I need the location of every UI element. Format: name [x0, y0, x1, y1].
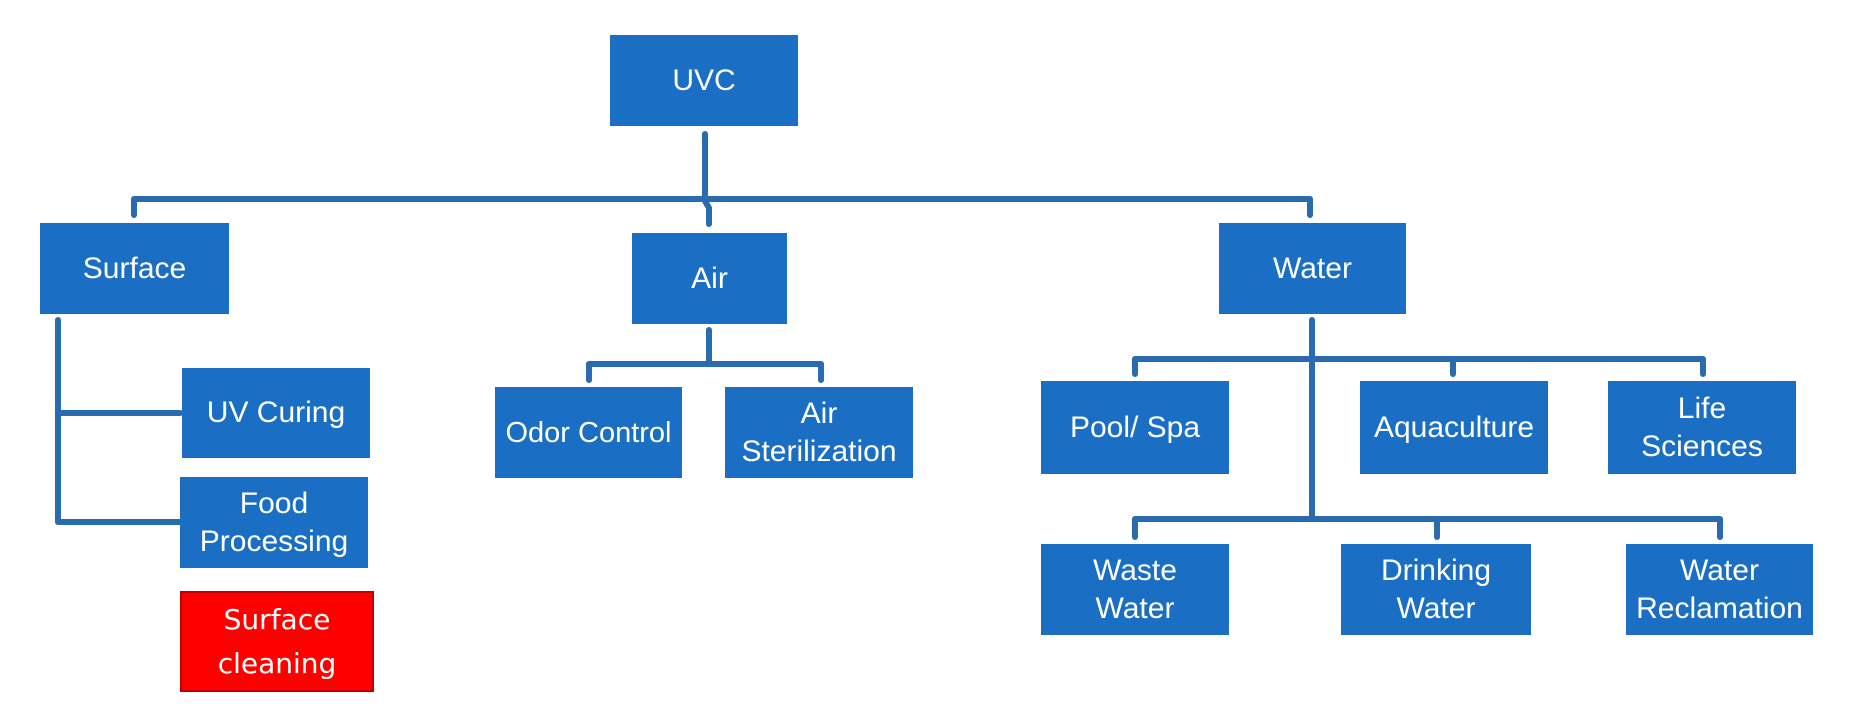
connector-root-air	[702, 198, 712, 227]
connector-water-bus-lower	[1132, 516, 1723, 540]
node-life-sciences: Life Sciences	[1608, 381, 1796, 474]
connector-surface-trunk	[55, 317, 183, 525]
node-uvc: UVC	[610, 35, 798, 126]
node-surface-cleaning: Surface cleaning	[180, 591, 374, 692]
node-water: Water	[1219, 223, 1406, 314]
connector-level1-bus	[131, 196, 1313, 218]
node-odor-control: Odor Control	[495, 387, 682, 478]
node-pool-spa: Pool/ Spa	[1041, 381, 1229, 474]
node-air: Air	[632, 233, 787, 324]
node-waste-water: Waste Water	[1041, 544, 1229, 635]
node-surface: Surface	[40, 223, 229, 314]
node-aquaculture: Aquaculture	[1360, 381, 1548, 474]
connector-water-bus-upper	[1132, 356, 1706, 377]
node-water-reclamation: Water Reclamation	[1626, 544, 1813, 635]
node-uv-curing: UV Curing	[182, 368, 370, 458]
node-drinking-water: Drinking Water	[1341, 544, 1531, 635]
connector-air-bus	[586, 361, 824, 383]
node-food-processing: Food Processing	[180, 477, 368, 568]
node-air-sterilization: Air Sterilization	[725, 387, 913, 478]
